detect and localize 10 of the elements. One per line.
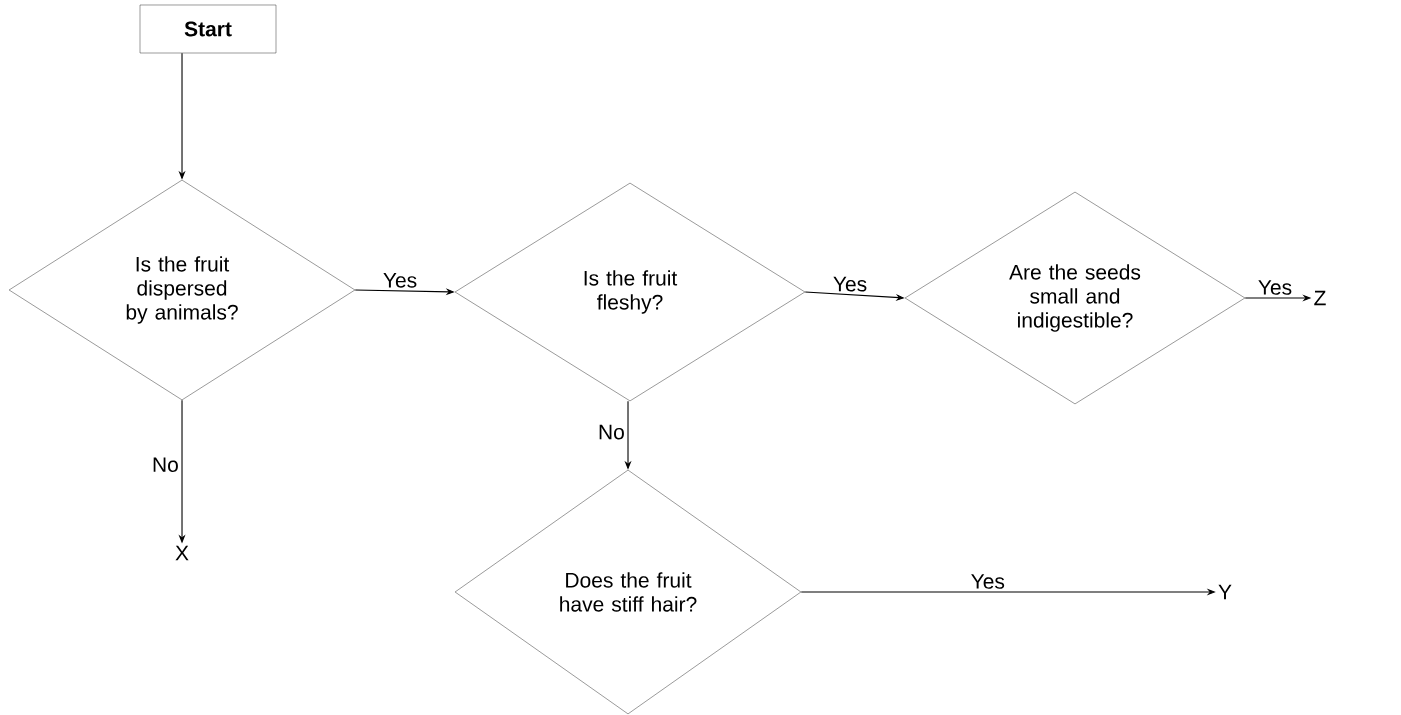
edge-label: Yes: [383, 273, 417, 288]
outcome-label: Z: [1314, 290, 1326, 306]
outcome-label: Y: [1218, 584, 1232, 600]
edge-label: Yes: [833, 276, 867, 292]
start-box: Start: [139, 4, 277, 54]
edge-label: No: [153, 457, 178, 473]
edge-label: No: [599, 424, 624, 440]
edge-label: Yes: [971, 574, 1005, 589]
outcome-label: X: [175, 545, 189, 561]
edge-label: Yes: [1258, 280, 1292, 295]
